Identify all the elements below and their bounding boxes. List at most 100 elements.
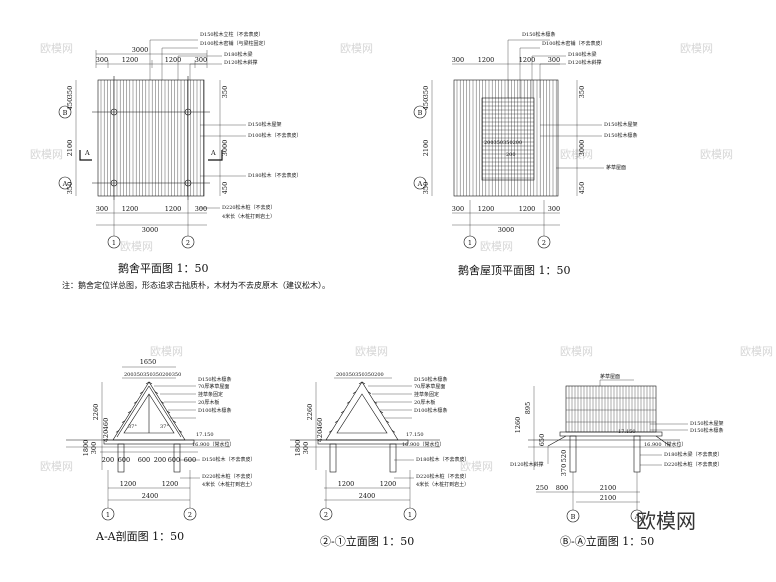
dim-bottom-total: 2100 [600,494,617,502]
dim-left: 420 [102,430,110,442]
elevation-b-a-view: 17.150 16.900（常水位） 895 1260 650 520 370 … [510,373,724,548]
roof-label: 茅草屋面 [606,164,626,171]
watermark: 欧模网 [150,345,183,358]
axis-bubble-a [58,176,72,190]
dim-top: 300 [452,56,464,64]
purlin [379,410,384,414]
purlin [145,381,150,385]
dim-top-row: 200350350350200 [336,372,384,378]
roof-outline [453,79,559,197]
purlin [385,420,390,423]
level-label: 16.900（常水位） [402,441,445,448]
dim-top: 1650 [140,358,157,366]
purlin [328,430,333,433]
dim-right: 350 [578,86,586,98]
axis-bubble-b [58,105,72,119]
dim-bottom: 1200 [120,480,137,488]
dim-right: 350 [221,86,229,98]
roof-frame [325,381,399,441]
plan-label: D180松木（不去表皮） [248,172,302,179]
dim-left: 2260 [306,404,314,421]
roof-label: D120松木斜撑 [568,59,602,66]
elev-label: 4米长（木桩打到岩土） [416,481,469,488]
dim-bottom: 300 [452,205,464,213]
purlin [166,410,171,414]
axis-label-b: B [418,109,423,117]
section-label: D150松木（不去表皮） [202,456,256,463]
dim-bottom: 300 [96,205,108,213]
elev-label: 挂草条固定 [414,391,439,398]
axis-label-1: 1 [106,511,110,519]
dim-bottom-total: 2400 [359,492,376,500]
plan-label: D180松木梁 [224,51,253,58]
purlin [133,401,138,404]
dim-top-row: 200350350350200350 [124,372,181,378]
section-label: 4米长（木桩打到岩土） [202,481,255,488]
purlin [361,381,366,385]
angle-label: 37° [160,424,169,430]
purlin [346,401,351,404]
axis-label-2: 2 [324,511,328,519]
section-label: D150松木檩条 [198,376,232,383]
dim-left: 370 [560,464,568,476]
section-cut-label: A [210,149,216,157]
dim-top: 1200 [519,56,536,64]
title-plan: 鹅舍平面图 1：50 [118,261,209,275]
section-cut-mark [208,150,223,161]
axis-bubble-1 [463,235,477,249]
purlin [391,430,396,433]
axis-bubble-1 [107,235,121,249]
axis-label-1: 1 [468,239,472,247]
dim-left: 350 [66,182,74,194]
dim-mid: 200 [154,456,166,464]
elev-label: D220松木桩（不去皮） [416,473,470,480]
dim-left: 300 [90,442,98,454]
dim-bottom: 1200 [122,205,139,213]
dim-bottom: 1200 [478,205,495,213]
axis-label-a: A [62,180,68,188]
angle-label: 37° [128,424,137,430]
elev-ba-label: D150松木檩条 [690,427,724,434]
elev-label: D180松木（不去表皮） [416,456,470,463]
dim-left: 2100 [66,140,74,157]
axis-label-2: 2 [542,239,546,247]
dim-right: 450 [221,182,229,194]
level-label: 17.150 [196,432,214,438]
title-elevation-b-a: Ⓑ-Ⓐ立面图 1：50 [560,534,654,548]
level-label: 16.900（常水位） [644,441,687,448]
axis-label-2: 2 [188,511,192,519]
level-label: 17.150 [618,429,636,435]
dim-left: 650 [538,434,546,446]
dim-left: 450 [422,98,430,110]
dim-left: 460 [102,418,110,430]
design-note: 注：鹅舍定位详总图，形态追求古拙质朴，木材为不去皮原木（建议松木）。 [62,280,330,290]
axis-label-b: B [63,109,68,117]
elev-ba-label: 茅草屋面 [600,373,620,380]
dim-bottom: 800 [556,484,568,492]
axis-bubble-2 [181,235,195,249]
section-label: 70厚茅草屋面 [198,383,229,390]
plan-label: D150松木屋架 [248,121,282,128]
purlin [115,430,120,433]
watermark: 欧模网 [560,345,593,358]
purlin [127,410,132,414]
dim-top: 300 [548,56,560,64]
dim-bottom: 300 [548,205,560,213]
section-label: D100松木檩条 [198,407,232,414]
title-elevation-2-1: ②-①立面图 1：50 [320,534,414,548]
elev-label: D150松木檩条 [414,376,448,383]
dim-right: 3000 [578,140,586,157]
dim-bottom-total: 2400 [142,492,159,500]
plan-label: D100松木密铺（与梁柱固定） [200,40,269,47]
dim-bottom: 2100 [600,484,617,492]
dim-right: 3000 [221,140,229,157]
dim-left: 350 [422,182,430,194]
axis-bubble-a [413,176,427,190]
dim-top: 1200 [122,56,139,64]
section-cut-label: A [84,149,90,157]
roof-inner-dims: 200350350200 [484,140,522,146]
dim-left: 2260 [92,404,100,421]
dim-mid: 600 [168,456,180,464]
elev-label: D100松木檩条 [414,407,448,414]
